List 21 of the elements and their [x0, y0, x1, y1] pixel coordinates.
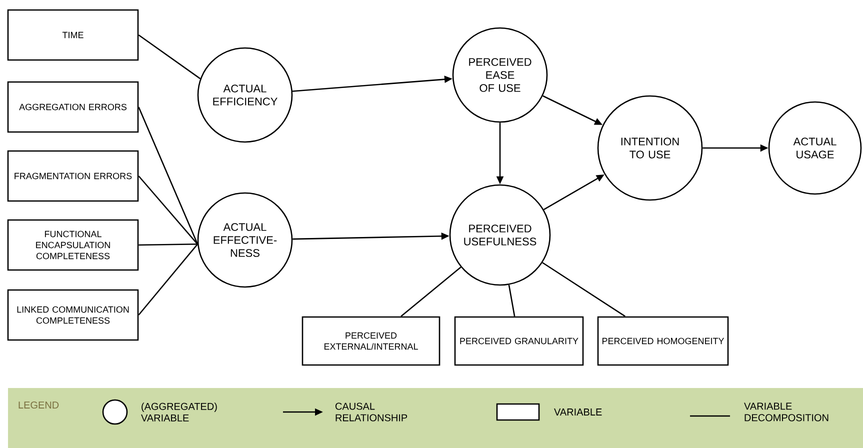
variable-box: LINKED COMMUNICATION COMPLETENESS — [7, 289, 139, 341]
connector-line — [138, 244, 198, 246]
variable-box: PERCEIVED EXTERNAL/INTERNAL — [302, 316, 440, 366]
variable-box: PERCEIVED GRANULARITY — [454, 316, 584, 366]
legend-label: VARIABLE DECOMPOSITION — [744, 402, 828, 422]
connector-line — [400, 266, 462, 317]
connector-line — [542, 262, 626, 317]
legend-label: VARIABLE — [554, 408, 602, 416]
connector-line — [138, 106, 198, 244]
connector-line — [138, 244, 198, 316]
connector-line — [508, 284, 516, 316]
variable-box: FUNCTIONAL ENCAPSULATION COMPLETENESS — [7, 219, 139, 271]
connector-line — [138, 34, 201, 80]
legend-label: (AGGREGATED) VARIABLE — [141, 402, 217, 422]
variable-box: AGGREGATION ERRORS — [7, 81, 139, 133]
legend-heading: LEGEND — [18, 401, 59, 409]
connector-line — [138, 176, 198, 245]
variable-box: TIME — [7, 9, 139, 61]
legend-label: CAUSAL RELATIONSHIP — [336, 402, 408, 422]
variable-box: PERCEIVED HOMOGENEITY — [597, 316, 729, 366]
variable-box: FRAGMENTATION ERRORS — [7, 150, 139, 202]
